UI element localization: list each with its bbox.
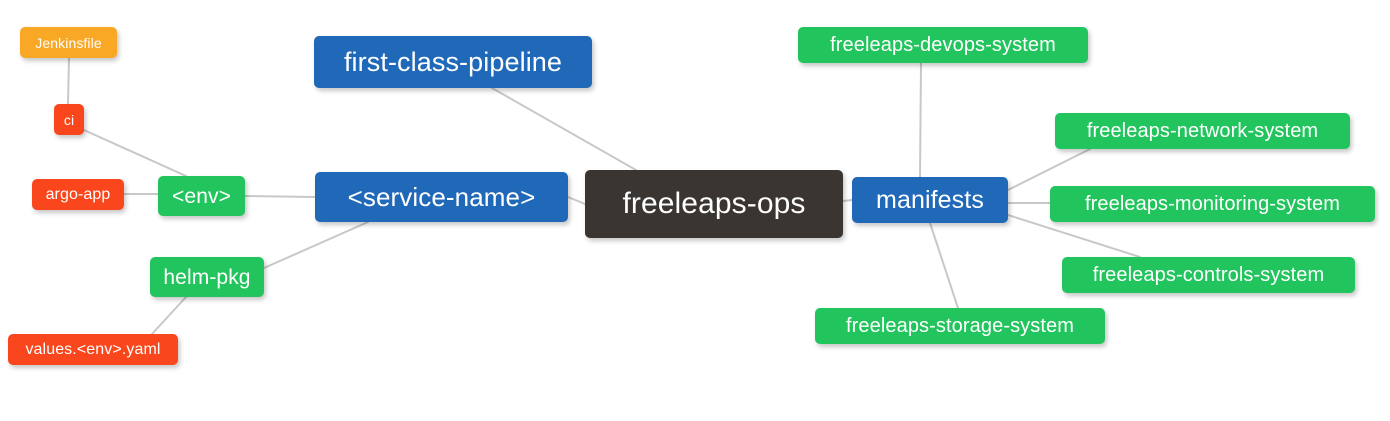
node-label-freeleaps-ops: freeleaps-ops bbox=[622, 187, 806, 220]
edge-manifests-devops bbox=[919, 62, 922, 178]
node-env[interactable]: <env> bbox=[158, 176, 245, 216]
edge-ops-manifests bbox=[842, 199, 853, 202]
node-label-argo-app: argo-app bbox=[45, 185, 111, 203]
edge-env-ci bbox=[83, 129, 187, 177]
node-label-values-yaml: values.<env>.yaml bbox=[25, 340, 161, 358]
node-label-freeleaps-storage-system: freeleaps-storage-system bbox=[845, 315, 1075, 337]
node-manifests[interactable]: manifests bbox=[852, 177, 1008, 223]
edge-ops-first-class-pipeline bbox=[491, 87, 637, 171]
node-label-first-class-pipeline: first-class-pipeline bbox=[343, 46, 563, 77]
node-label-helm-pkg: helm-pkg bbox=[163, 265, 251, 289]
node-label-freeleaps-network-system: freeleaps-network-system bbox=[1086, 120, 1319, 142]
node-label-service-name: <service-name> bbox=[347, 182, 536, 212]
node-freeleaps-monitoring-system[interactable]: freeleaps-monitoring-system bbox=[1050, 186, 1375, 222]
node-freeleaps-controls-system[interactable]: freeleaps-controls-system bbox=[1062, 257, 1355, 293]
node-values-yaml[interactable]: values.<env>.yaml bbox=[8, 334, 178, 365]
node-label-freeleaps-controls-system: freeleaps-controls-system bbox=[1092, 264, 1325, 286]
edge-helm-pkg-values-yaml bbox=[151, 296, 187, 335]
node-ci[interactable]: ci bbox=[54, 104, 84, 135]
node-label-freeleaps-monitoring-system: freeleaps-monitoring-system bbox=[1084, 193, 1340, 215]
edge-service-name-env bbox=[244, 195, 316, 198]
node-argo-app[interactable]: argo-app bbox=[32, 179, 124, 210]
node-first-class-pipeline[interactable]: first-class-pipeline bbox=[314, 36, 592, 88]
edge-service-name-helm-pkg bbox=[263, 221, 369, 269]
node-label-manifests: manifests bbox=[876, 185, 984, 214]
edge-ops-service-name bbox=[567, 196, 586, 205]
node-freeleaps-devops-system[interactable]: freeleaps-devops-system bbox=[798, 27, 1088, 63]
node-label-env: <env> bbox=[172, 184, 231, 208]
edge-manifests-network bbox=[1007, 148, 1091, 191]
node-freeleaps-ops[interactable]: freeleaps-ops bbox=[585, 170, 843, 238]
node-label-freeleaps-devops-system: freeleaps-devops-system bbox=[830, 34, 1056, 56]
node-jenkinsfile[interactable]: Jenkinsfile bbox=[20, 27, 117, 58]
node-label-ci: ci bbox=[63, 111, 75, 128]
edge-ci-jenkinsfile bbox=[67, 57, 70, 105]
edge-manifests-storage bbox=[929, 222, 959, 309]
node-service-name[interactable]: <service-name> bbox=[315, 172, 568, 222]
node-freeleaps-network-system[interactable]: freeleaps-network-system bbox=[1055, 113, 1350, 149]
node-label-jenkinsfile: Jenkinsfile bbox=[35, 34, 102, 51]
node-freeleaps-storage-system[interactable]: freeleaps-storage-system bbox=[815, 308, 1105, 344]
node-helm-pkg[interactable]: helm-pkg bbox=[150, 257, 264, 297]
